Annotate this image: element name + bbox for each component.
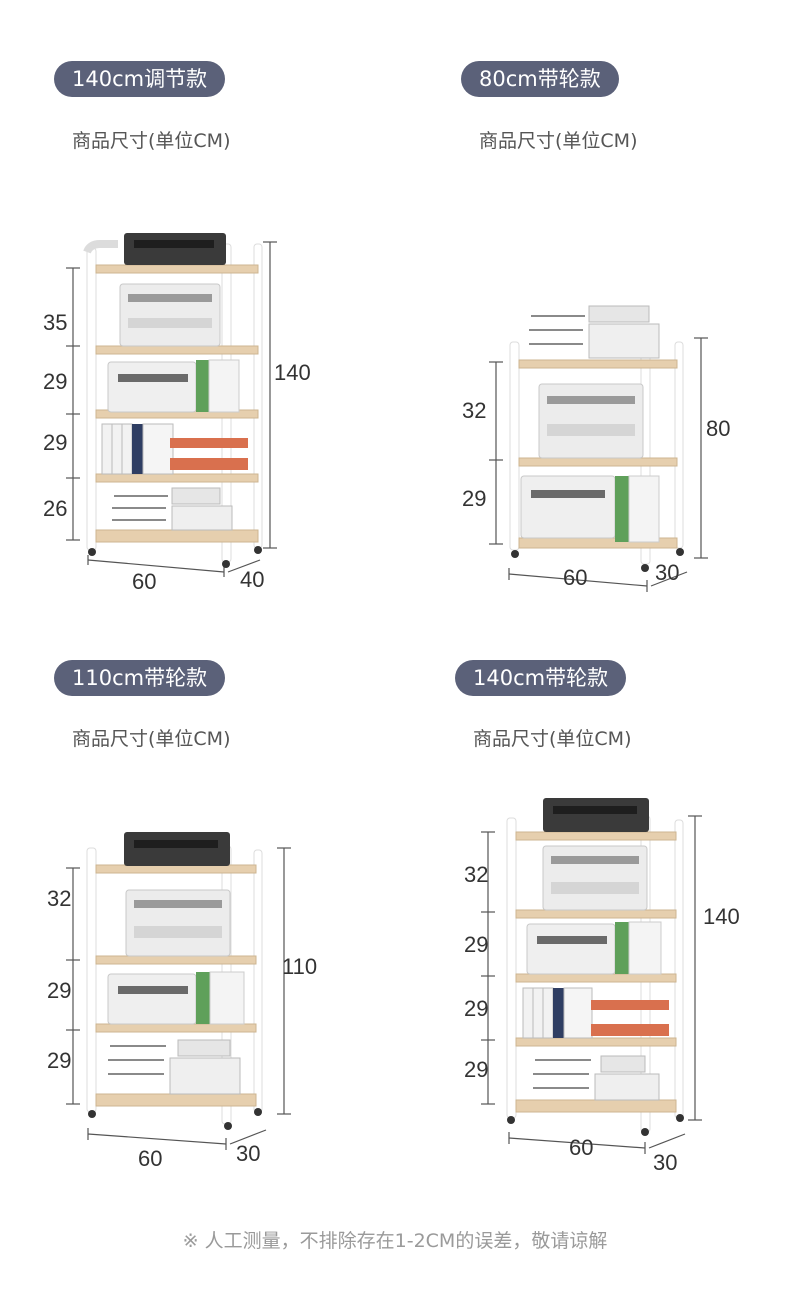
- shelf-illustration: [66, 832, 291, 1150]
- width-dim: 60: [563, 565, 588, 590]
- width-dim: 60: [569, 1135, 594, 1160]
- size-subtitle: 商品尺寸(单位CM): [72, 728, 231, 750]
- total-height: 80: [706, 416, 731, 441]
- panel-80-wheeled: 80cm带轮款 商品尺寸(单位CM): [395, 0, 790, 600]
- model-badge: 110cm带轮款: [54, 660, 226, 696]
- shelf-gap-2: 29: [43, 369, 68, 394]
- panel-140-wheeled: 140cm带轮款 商品尺寸(单位CM): [395, 600, 790, 1200]
- shelf-illustration: [66, 233, 277, 577]
- shelf-gap-1: 32: [47, 886, 72, 911]
- total-height: 140: [703, 904, 740, 929]
- size-subtitle: 商品尺寸(单位CM): [479, 130, 638, 152]
- shelf-gap-3: 29: [47, 1048, 72, 1073]
- shelf-illustration: [489, 305, 708, 592]
- model-badge: 80cm带轮款: [461, 61, 619, 97]
- shelf-gap-1: 35: [43, 310, 68, 335]
- shelf-illustration: [481, 798, 702, 1154]
- width-dim: 60: [138, 1146, 163, 1171]
- size-subtitle: 商品尺寸(单位CM): [473, 728, 632, 750]
- measurement-disclaimer: ※ 人工测量，不排除存在1-2CM的误差，敬请谅解: [182, 1230, 608, 1252]
- panel-140-adjustable: 140cm调节款 商品尺寸(单位CM): [0, 0, 395, 600]
- width-dim: 60: [132, 569, 157, 594]
- shelf-gap-2: 29: [47, 978, 72, 1003]
- shelf-gap-3: 29: [464, 996, 489, 1021]
- model-badge: 140cm带轮款: [455, 660, 627, 696]
- shelf-gap-2: 29: [464, 932, 489, 957]
- total-height: 110: [282, 954, 318, 979]
- shelf-gap-1: 32: [462, 398, 487, 423]
- shelf-gap-3: 29: [43, 430, 68, 455]
- depth-dim: 30: [655, 560, 680, 585]
- panel-110-wheeled: 110cm带轮款 商品尺寸(单位CM): [0, 600, 395, 1200]
- total-height: 140: [274, 360, 311, 385]
- shelf-gap-1: 32: [464, 862, 489, 887]
- size-subtitle: 商品尺寸(单位CM): [72, 130, 231, 152]
- shelf-gap-4: 29: [464, 1057, 489, 1082]
- depth-dim: 40: [240, 567, 265, 592]
- shelf-gap-2: 29: [462, 486, 487, 511]
- shelf-gap-4: 26: [43, 496, 68, 521]
- model-badge: 140cm调节款: [54, 61, 226, 97]
- depth-dim: 30: [653, 1150, 678, 1175]
- depth-dim: 30: [236, 1141, 261, 1166]
